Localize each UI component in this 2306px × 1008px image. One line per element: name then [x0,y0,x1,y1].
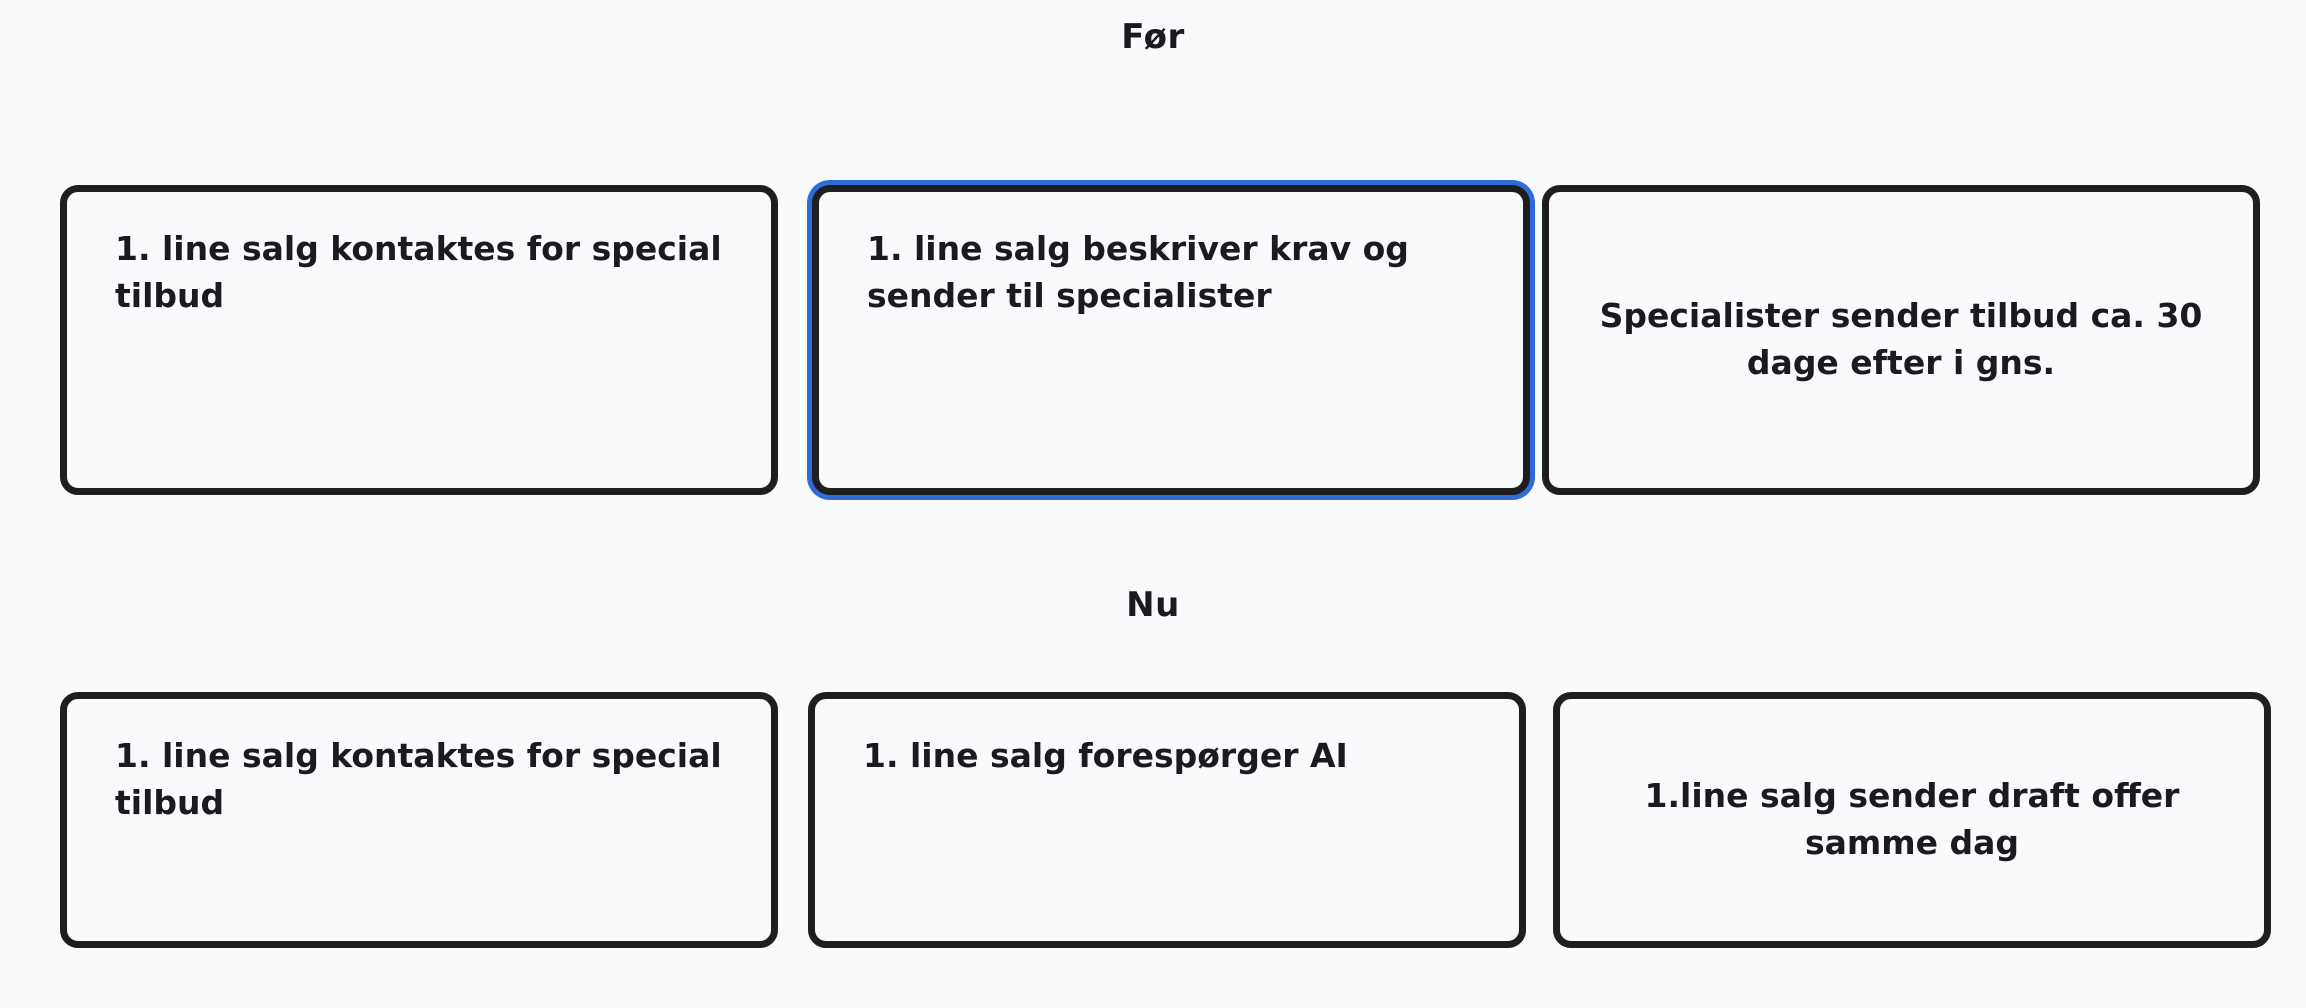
process-box-label: 1. line salg kontaktes for special tilbu… [115,229,722,315]
process-box-foer-2[interactable]: 1. line salg beskriver krav og sender ti… [812,185,1530,495]
process-box-nu-1[interactable]: 1. line salg kontaktes for special tilbu… [60,692,778,948]
section-title-foer: Før [1121,17,1185,57]
process-box-foer-3[interactable]: Specialister sender tilbud ca. 30 dage e… [1542,185,2260,495]
process-box-nu-2[interactable]: 1. line salg forespørger AI [808,692,1526,948]
process-box-label: 1. line salg beskriver krav og sender ti… [867,229,1409,315]
process-box-foer-1[interactable]: 1. line salg kontaktes for special tilbu… [60,185,778,495]
process-box-label: 1. line salg kontaktes for special tilbu… [115,736,722,822]
process-box-nu-3[interactable]: 1.line salg sender draft offer samme dag [1553,692,2271,948]
section-title-nu: Nu [1126,585,1180,625]
section-row-foer: 1. line salg kontaktes for special tilbu… [0,185,2306,495]
process-box-label: Specialister sender tilbud ca. 30 dage e… [1599,296,2203,382]
process-box-label: 1. line salg forespørger AI [863,736,1348,775]
section-row-nu: 1. line salg kontaktes for special tilbu… [0,692,2306,948]
process-box-label: 1.line salg sender draft offer samme dag [1644,776,2180,862]
